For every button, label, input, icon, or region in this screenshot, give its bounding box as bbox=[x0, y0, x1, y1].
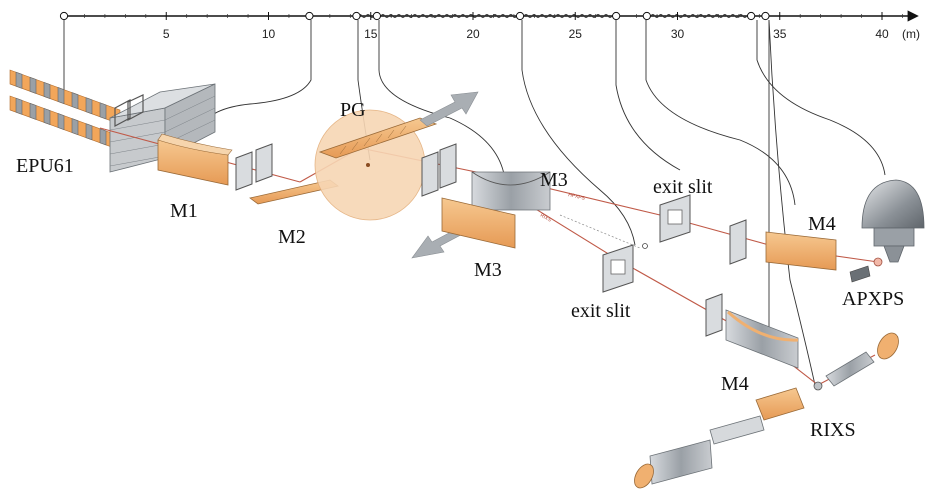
aperture-m4-upper bbox=[729, 219, 747, 265]
rixs-detector-end bbox=[634, 463, 654, 489]
rixs-detector-disk bbox=[877, 332, 899, 360]
exit-slit-lower: exit slit bbox=[571, 243, 648, 322]
undulator-magnet-array-back bbox=[9, 69, 121, 125]
aperture-pair-m3 bbox=[421, 143, 457, 197]
leader-line-exit-slit-upper bbox=[615, 20, 681, 171]
label-m3-upper: M3 bbox=[540, 169, 568, 191]
scale-station-marker bbox=[515, 11, 525, 21]
plane-grating-pg: PG bbox=[314, 99, 438, 221]
endstation-rixs: RIXS bbox=[634, 332, 899, 489]
mirror-m1-face bbox=[157, 133, 233, 156]
exit-slit-lower-indicator bbox=[642, 243, 648, 249]
scale-ticks: 5 10 15 20 25 30 35 40 bbox=[84, 12, 903, 41]
scale-tick-label-5: 5 bbox=[163, 27, 170, 41]
label-epu61: EPU61 bbox=[16, 155, 74, 177]
scale-tick-label-30: 30 bbox=[671, 27, 685, 41]
apxps-neck bbox=[883, 245, 905, 263]
pg-pivot-point bbox=[366, 163, 370, 167]
beam-label-rixs: RIXS bbox=[539, 213, 553, 224]
rixs-long-arm-mirror bbox=[649, 439, 713, 485]
mirror-m4-lower: M4 bbox=[721, 309, 799, 395]
scale-tick-label-35: 35 bbox=[773, 27, 787, 41]
aperture-frame-epu bbox=[114, 94, 144, 127]
undulator-magnet-array-front bbox=[9, 95, 121, 151]
scale-station-marker bbox=[352, 11, 361, 21]
scale-station-markers bbox=[59, 11, 770, 21]
apxps-sample bbox=[873, 257, 883, 267]
endstation-apxps: APXPS bbox=[842, 179, 925, 310]
rixs-refocus-mirror bbox=[755, 387, 805, 421]
leader-line-m3 bbox=[378, 20, 506, 181]
scale-tick-label-20: 20 bbox=[466, 27, 480, 41]
label-exit-slit-lower: exit slit bbox=[571, 300, 631, 322]
label-m4-lower: M4 bbox=[721, 373, 749, 395]
aperture-m4-lower bbox=[705, 293, 723, 337]
mirror-m3-upper-face bbox=[471, 171, 551, 186]
apxps-body bbox=[873, 227, 915, 247]
mirror-m4-upper-body bbox=[765, 231, 837, 271]
mirror-m4-lower-face bbox=[727, 310, 799, 342]
label-m2: M2 bbox=[278, 226, 306, 248]
mirror-m4-upper: M4 bbox=[765, 213, 837, 271]
label-apxps: APXPS bbox=[842, 288, 904, 310]
rixs-sample bbox=[813, 381, 823, 391]
scale-station-marker bbox=[761, 11, 770, 21]
rixs-spectrometer-mirror bbox=[825, 351, 875, 387]
shielding-wall-face bbox=[109, 107, 166, 173]
scale-station-marker bbox=[59, 11, 69, 21]
scale-tick-label-25: 25 bbox=[569, 27, 583, 41]
scale-station-marker bbox=[747, 11, 756, 21]
scale-tick-label-10: 10 bbox=[262, 27, 276, 41]
mirror-m3-upper: M3 bbox=[471, 169, 568, 211]
scale-tick-label-40: 40 bbox=[875, 27, 889, 41]
label-m3-lower: M3 bbox=[474, 259, 502, 281]
apxps-detector bbox=[849, 265, 871, 283]
scale-station-marker bbox=[612, 11, 621, 21]
pg-grating-body bbox=[318, 117, 438, 159]
scale-station-marker bbox=[372, 11, 381, 21]
mirror-m3-upper-body bbox=[471, 171, 551, 211]
scale-station-marker bbox=[305, 11, 314, 21]
scale-unit-label: (m) bbox=[902, 27, 920, 41]
mirror-m3-lower-body bbox=[441, 197, 516, 249]
distance-scale: 5 10 15 20 25 30 35 40 (m) bbox=[59, 10, 920, 41]
beam-label-hpxps: HPXPS bbox=[568, 192, 587, 202]
label-exit-slit-upper: exit slit bbox=[653, 176, 713, 198]
exit-slit-upper: exit slit bbox=[653, 176, 713, 243]
leader-line-m4-upper bbox=[645, 20, 796, 206]
scale-spring-segment-3 bbox=[650, 14, 752, 18]
apxps-dome bbox=[861, 179, 925, 229]
leader-line-apxps bbox=[756, 20, 886, 176]
undulator-epu61: EPU61 bbox=[9, 69, 121, 177]
mirror-m1: M1 bbox=[157, 133, 233, 222]
aperture-pair-m2 bbox=[235, 143, 273, 191]
leader-line-exit-slit-lower bbox=[521, 20, 636, 246]
leader-line-m1 bbox=[199, 20, 312, 129]
label-pg: PG bbox=[340, 99, 366, 121]
scale-spring-segment-2 bbox=[380, 14, 617, 18]
label-m1: M1 bbox=[170, 200, 198, 222]
scale-station-marker bbox=[642, 11, 651, 21]
shielding-wall bbox=[109, 83, 216, 173]
label-rixs: RIXS bbox=[810, 419, 856, 441]
rixs-grating-stack bbox=[709, 415, 765, 445]
pg-translation-arrow bbox=[419, 91, 479, 127]
label-m4-upper: M4 bbox=[808, 213, 836, 235]
mirror-m3-lower: M3 bbox=[441, 197, 516, 281]
beam-dashed-alignment bbox=[559, 214, 641, 249]
scale-tick-label-15: 15 bbox=[364, 27, 378, 41]
